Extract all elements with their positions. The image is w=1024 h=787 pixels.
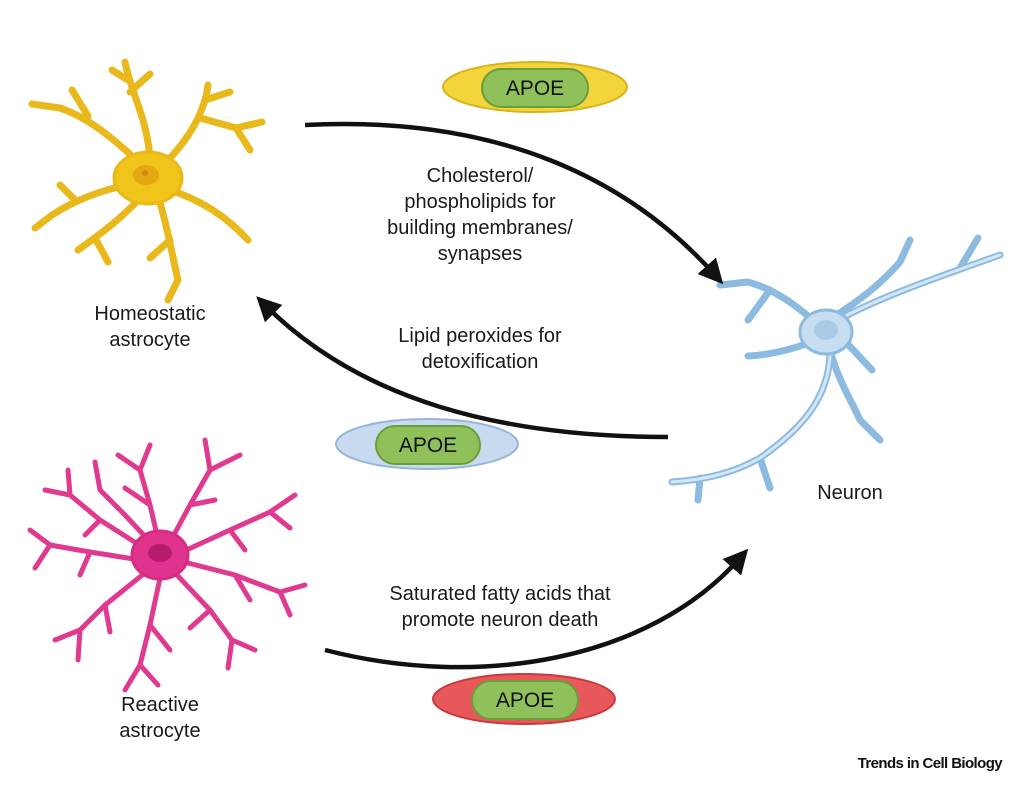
neuron-label: Neuron — [817, 482, 883, 504]
homeostatic-astrocyte-label: Homeostatic astrocyte — [94, 303, 206, 351]
apoe-middle-label: APOE — [399, 434, 457, 457]
arrow-reactive-to-neuron — [324, 548, 749, 670]
arrow-neuron-to-homeostatic — [256, 296, 669, 440]
reactive-astrocyte-icon — [27, 437, 308, 693]
arrow-middle-label: Lipid peroxides for detoxification — [398, 325, 562, 373]
apoe-pill-bottom: APOE — [432, 673, 616, 725]
journal-footer: Trends in Cell Biology — [857, 755, 1003, 772]
homeostatic-astrocyte-icon — [28, 58, 266, 304]
apoe-bottom-label: APOE — [496, 689, 554, 712]
arrow-bottom-label: Saturated fatty acids that promote neuro… — [389, 583, 611, 631]
apoe-top-label: APOE — [506, 77, 564, 100]
arrow-homeostatic-to-neuron — [304, 121, 724, 285]
arrow-top-label: Cholesterol/ phospholipids for building … — [387, 165, 573, 265]
neuron-icon — [668, 234, 1004, 504]
apoe-pill-middle: APOE — [335, 418, 519, 470]
apoe-pill-top: APOE — [442, 61, 628, 113]
reactive-astrocyte-label: Reactive astrocyte — [119, 694, 201, 742]
